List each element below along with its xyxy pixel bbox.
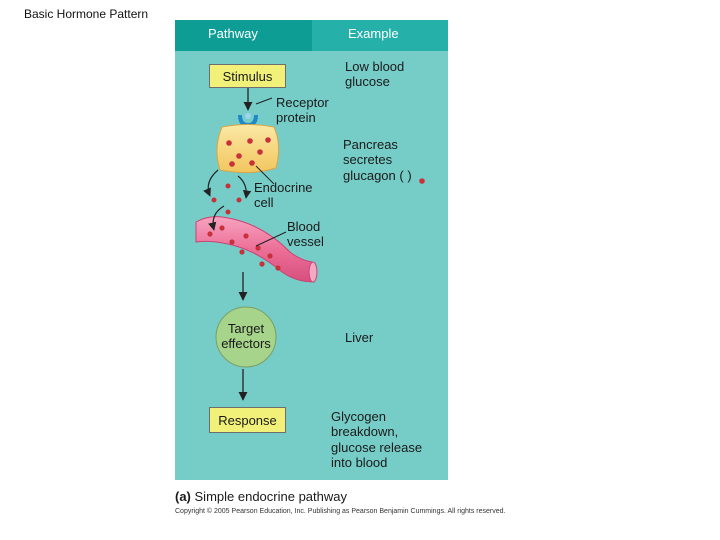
caption-text: Simple endocrine pathway [194, 489, 347, 504]
figure-caption: (a) Simple endocrine pathway [175, 489, 347, 504]
slide-title: Basic Hormone Pattern [24, 7, 149, 21]
endocrine-cell-label: Endocrine cell [254, 180, 313, 211]
pathway-header [175, 20, 312, 51]
blood-vessel-label: Blood vessel [287, 219, 324, 250]
example-endocrine-label: Pancreas secretes glucagon ( ) [343, 137, 412, 183]
response-box: Response [209, 407, 286, 433]
arrow-secretion-left [203, 169, 219, 197]
response-label: Response [218, 412, 277, 428]
receptor-protein-label: Receptor protein [276, 95, 329, 126]
caption-letter: (a) [175, 489, 191, 504]
stimulus-box: Stimulus [209, 64, 286, 88]
target-effectors-label: Target effectors [221, 321, 271, 352]
glucagon-dot-icon [419, 178, 425, 184]
copyright-line: Copyright © 2005 Pearson Education, Inc.… [175, 508, 506, 515]
example-response-label: Glycogen breakdown, glucose release into… [331, 409, 423, 470]
hormone-dots-in-cell [226, 137, 271, 167]
hormone-dots-in-vessel [207, 225, 281, 271]
example-header-label: Example [348, 26, 399, 41]
endocrine-cell-icon [216, 124, 280, 174]
example-header [312, 20, 448, 51]
arrow-secretion-right [237, 175, 252, 199]
example-target-label: Liver [345, 330, 374, 345]
example-stimulus-label: Low blood glucose [345, 59, 405, 90]
secreted-hormone-dots [211, 183, 242, 215]
target-effectors-circle [215, 306, 277, 368]
stimulus-label: Stimulus [222, 68, 273, 84]
diagram-panel [175, 20, 448, 480]
pathway-header-label: Pathway [208, 26, 258, 41]
arrow-into-vessel [208, 205, 225, 231]
